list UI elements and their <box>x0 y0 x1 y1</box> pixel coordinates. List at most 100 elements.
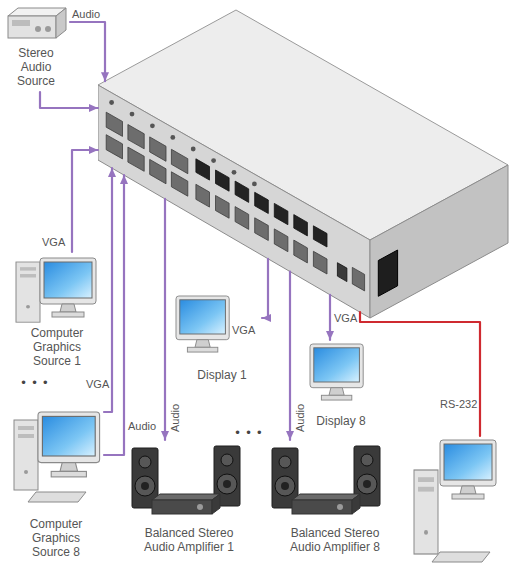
vga-input-port <box>128 147 144 171</box>
vga-output-port <box>196 184 210 207</box>
rs232-cable <box>360 312 480 436</box>
computer-keyboard <box>28 492 86 502</box>
vga-output-port <box>274 229 288 252</box>
vga-input-port <box>128 125 144 149</box>
audio-jack <box>211 158 216 163</box>
controller-tower <box>414 470 438 554</box>
cable-label: VGA <box>334 312 357 325</box>
audio-jack <box>191 147 196 152</box>
audio-jack <box>150 123 155 128</box>
vga-input-port <box>171 172 187 196</box>
cable-label: VGA <box>232 324 255 337</box>
display-monitor <box>310 344 363 400</box>
cable-label: Audio <box>72 8 100 21</box>
vga-output-port <box>255 218 269 241</box>
audio-jack <box>109 100 114 105</box>
cable-label: Audio <box>294 404 307 432</box>
cable-line <box>104 175 124 455</box>
display: Display 8 <box>306 340 380 432</box>
computer-tower <box>14 420 38 490</box>
vga-input-port <box>150 159 166 183</box>
signal-cable <box>326 295 334 340</box>
vga-input-port <box>171 149 187 173</box>
signal-cable <box>286 272 294 441</box>
audio-terminal-block <box>294 215 308 236</box>
graphics-source: Computer Graphics Source 1 <box>12 252 102 372</box>
arrow-head <box>262 314 271 322</box>
cable-label: Audio <box>169 404 182 432</box>
computer-tower <box>16 262 40 322</box>
arrow-head <box>161 431 169 440</box>
arrow-head <box>326 331 334 340</box>
audio-amplifier: Balanced Stereo Audio Amplifier 1 <box>128 440 250 566</box>
ellipsis-mark: • • • <box>20 376 49 390</box>
vga-input-port <box>106 135 122 159</box>
audio-jack <box>170 135 175 140</box>
signal-cable <box>161 199 169 440</box>
cable-line <box>289 272 291 441</box>
signal-cable <box>262 259 271 322</box>
control-pc <box>408 436 504 566</box>
switcher-body <box>98 8 510 320</box>
cable-line <box>72 150 98 252</box>
display: Display 1 <box>172 292 262 386</box>
audio-terminal-block <box>235 181 249 202</box>
ethernet-port <box>337 263 347 282</box>
vga-output-port <box>216 196 230 219</box>
cable-label: Audio <box>128 420 156 433</box>
arrow-head <box>89 104 98 112</box>
audio-source: Stereo Audio Source <box>2 2 70 92</box>
node-caption: Balanced Stereo Audio Amplifier 8 <box>278 526 392 554</box>
amplifier <box>152 494 220 514</box>
vga-output-port <box>235 207 249 230</box>
cable-label: RS-232 <box>440 398 477 411</box>
switcher-rear-panel <box>98 85 370 318</box>
audio-jack <box>232 170 237 175</box>
stereo-audio-source <box>8 8 66 38</box>
vga-input-port <box>150 137 166 161</box>
rs232-port <box>352 267 364 291</box>
audio-terminal-block <box>274 203 288 224</box>
amplifier <box>292 494 360 514</box>
display-monitor <box>176 296 229 352</box>
signal-cable <box>70 22 109 81</box>
graphics-source: Computer Graphics Source 8 <box>8 395 104 562</box>
node-caption: Computer Graphics Source 1 <box>20 326 94 368</box>
cable-line <box>164 199 166 440</box>
computer-monitor <box>38 412 100 477</box>
node-caption: Computer Graphics Source 8 <box>18 517 94 559</box>
vga-output-port <box>294 240 308 263</box>
power-socket <box>378 250 397 296</box>
audio-terminal-block <box>216 170 230 191</box>
audio-jack <box>252 182 257 187</box>
cable-line <box>262 259 268 318</box>
vga-input-port <box>106 112 122 136</box>
node-caption: Balanced Stereo Audio Amplifier 1 <box>132 526 246 554</box>
node-caption: Display 1 <box>192 368 252 382</box>
ellipsis-mark: • • • <box>234 426 263 440</box>
arrow-head <box>89 146 98 154</box>
cable-label: VGA <box>86 378 109 391</box>
cable-line <box>360 312 480 436</box>
controller-monitor <box>440 440 496 499</box>
audio-terminal-block <box>196 159 210 180</box>
computer-monitor <box>40 258 96 317</box>
node-caption: Stereo Audio Source <box>4 46 68 88</box>
audio-amplifier: Balanced Stereo Audio Amplifier 8 <box>268 440 395 566</box>
audio-terminal-block <box>313 226 327 247</box>
audio-jack <box>130 112 135 117</box>
matrix-switcher <box>98 8 510 320</box>
arrow-head <box>286 431 294 440</box>
signal-cable <box>72 146 98 252</box>
signal-cable <box>104 168 116 412</box>
switcher-side <box>370 165 508 318</box>
vga-output-port <box>313 251 327 274</box>
signal-cable <box>40 92 98 112</box>
node-caption: Display 8 <box>308 414 374 428</box>
cable-line <box>70 22 105 81</box>
cable-line <box>104 168 112 412</box>
cable-label: VGA <box>42 236 65 249</box>
controller-keyboard <box>432 552 490 562</box>
